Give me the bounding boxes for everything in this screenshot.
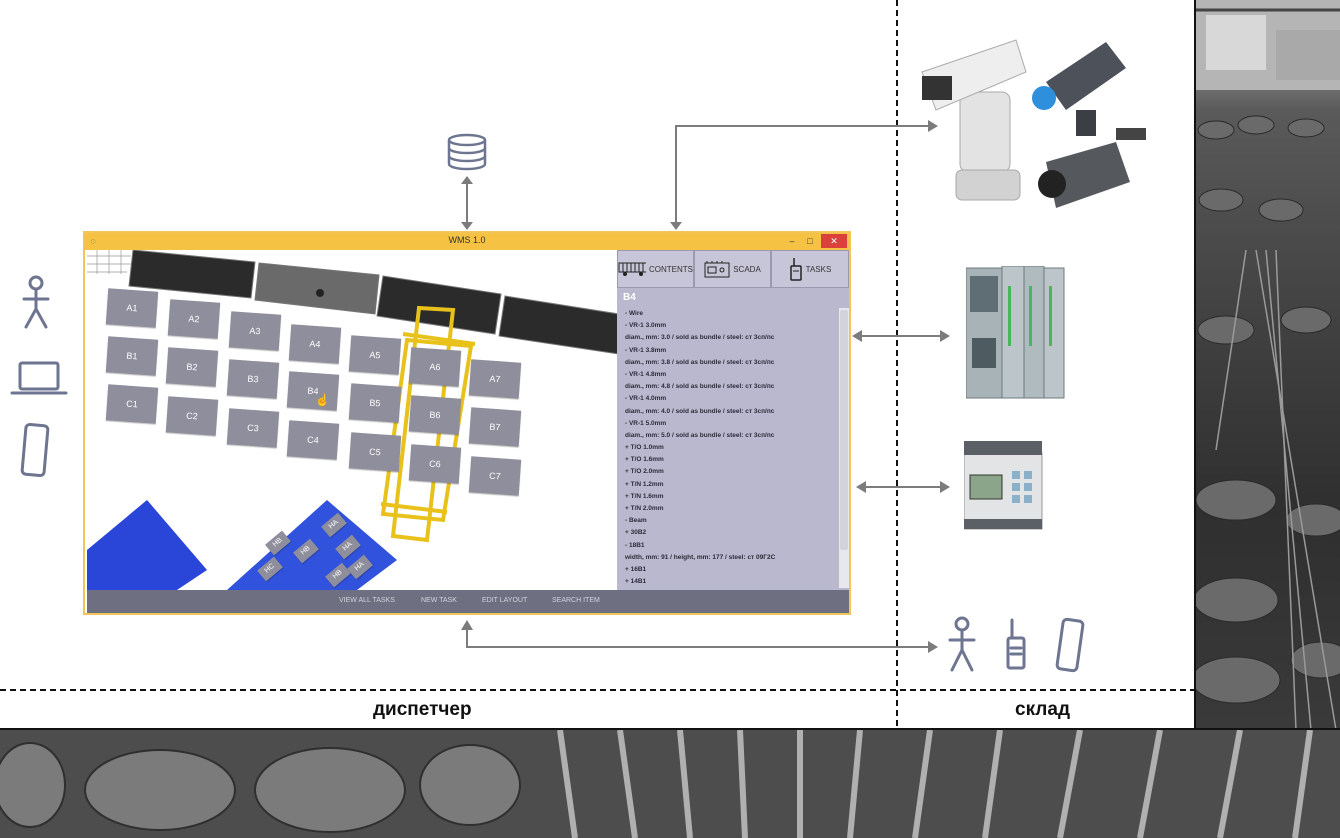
search-item-button[interactable]: SEARCH ITEM xyxy=(552,597,600,604)
tree-scrollbar[interactable] xyxy=(838,308,849,588)
minimize-button[interactable]: – xyxy=(789,236,795,246)
tree-item[interactable]: + T/N 1.2mm xyxy=(625,480,664,488)
app-icon: ◌ xyxy=(90,236,96,246)
camera-connector xyxy=(675,125,934,228)
view-all-tasks-button[interactable]: VIEW ALL TASKS xyxy=(339,597,395,604)
storage-cell[interactable]: C3 xyxy=(226,408,280,448)
tree-item: diam., mm: 4.0 / sold as bundle / steel:… xyxy=(625,407,775,415)
tree-item[interactable]: + 30B2 xyxy=(625,529,647,537)
bullet-camera-icon xyxy=(1038,128,1146,208)
dispatcher-zone-label: диспетчер xyxy=(373,699,472,720)
action-bar: VIEW ALL TASKS NEW TASK EDIT LAYOUT SEAR… xyxy=(87,590,849,613)
storage-cell[interactable]: A2 xyxy=(167,299,221,339)
wagon-icon xyxy=(618,262,646,276)
storage-cell[interactable]: A5 xyxy=(348,335,402,375)
tree-item[interactable]: + 16B1 xyxy=(625,565,647,573)
phone-icon xyxy=(20,422,50,478)
mobile-phone-icon xyxy=(1055,617,1085,673)
edit-layout-button[interactable]: EDIT LAYOUT xyxy=(482,597,528,604)
wms-window: ◌ WMS 1.0 – □ ✕ A xyxy=(83,231,851,615)
ptz-camera-icon xyxy=(921,39,1027,201)
tree-item[interactable]: - 18B1 xyxy=(625,541,645,549)
storage-cell[interactable]: A1 xyxy=(105,288,159,328)
tree-item[interactable]: + T/N 1.6mm xyxy=(625,492,664,500)
steel-stock-illustration xyxy=(1196,0,1340,730)
field-connector xyxy=(466,624,934,648)
window-titlebar[interactable]: ◌ WMS 1.0 – □ ✕ xyxy=(85,233,849,250)
tree-item[interactable]: + T/O 1.0mm xyxy=(625,444,664,452)
steel-coils-illustration xyxy=(0,730,1340,838)
tree-item: width, mm: 91 / height, mm: 177 / steel:… xyxy=(625,553,776,561)
storage-cell[interactable]: B1 xyxy=(105,336,159,376)
storage-cell[interactable]: A3 xyxy=(228,311,282,351)
tree-item[interactable]: - VR-1 3.0mm xyxy=(625,322,667,330)
database-icon xyxy=(447,133,487,171)
worker-icon xyxy=(948,616,976,672)
tree-item[interactable]: + T/N 2.0mm xyxy=(625,505,664,512)
tree-item[interactable]: - VR-1 5.0mm xyxy=(625,419,667,427)
laptop-icon xyxy=(10,361,68,395)
storage-cell-selected[interactable]: B4 xyxy=(286,371,340,411)
storage-cell[interactable]: B3 xyxy=(226,359,280,399)
storage-cell[interactable]: B7 xyxy=(468,407,522,447)
storage-cell[interactable]: B2 xyxy=(165,347,219,387)
grid-corner xyxy=(87,250,131,274)
storage-cell[interactable]: C6 xyxy=(408,444,462,484)
person-icon xyxy=(22,275,50,329)
tab-tasks-label: TASKS xyxy=(805,264,832,274)
warehouse-map[interactable]: A1 A2 A3 A4 A5 A6 A7 B1 B2 B3 B4 B5 B6 B… xyxy=(87,250,617,590)
tab-scada-label: SCADA xyxy=(733,264,761,274)
storage-cell[interactable]: C1 xyxy=(105,384,159,424)
blue-zone-left xyxy=(87,500,207,590)
tree-item: diam., mm: 5.0 / sold as bundle / steel:… xyxy=(625,431,775,439)
conveyor-rails xyxy=(128,250,617,355)
tab-scada[interactable]: SCADA xyxy=(694,250,771,288)
storage-cell[interactable]: C7 xyxy=(468,456,522,496)
radio-icon xyxy=(789,258,802,281)
storage-cell[interactable]: A4 xyxy=(288,324,342,364)
contents-panel: CONTENTS SCADA TASKS B4 - Wire - VR-1 3.… xyxy=(617,250,849,590)
field-devices xyxy=(948,616,1085,673)
warehouse-photo-bottom xyxy=(0,730,1340,838)
logic-module-icon xyxy=(964,441,1043,530)
tree-item: diam., mm: 4.8 / sold as bundle / steel:… xyxy=(625,383,775,391)
storage-cell[interactable]: B5 xyxy=(348,383,402,423)
maximize-button[interactable]: □ xyxy=(807,236,813,246)
tree-item[interactable]: - VR-1 4.0mm xyxy=(625,395,667,403)
hand-cursor-icon: ☝ xyxy=(315,393,330,407)
tree-item[interactable]: + T/O 2.0mm xyxy=(625,468,664,476)
tree-item[interactable]: - Beam xyxy=(625,517,647,525)
cameras-image xyxy=(921,39,1146,208)
selected-zone-title: B4 xyxy=(623,292,636,303)
storage-cell[interactable]: C2 xyxy=(165,396,219,436)
tree-item: diam., mm: 3.0 / sold as bundle / steel:… xyxy=(625,334,775,342)
tree-item[interactable]: - VR-1 3.8mm xyxy=(625,346,667,354)
warehouse-photo-right xyxy=(1196,0,1340,730)
tree-item: diam., mm: 3.8 / sold as bundle / steel:… xyxy=(625,358,775,366)
tree-item[interactable]: - Wire xyxy=(625,310,643,317)
close-button[interactable]: ✕ xyxy=(821,234,847,248)
scrollbar-thumb[interactable] xyxy=(840,310,848,550)
dispatcher-devices xyxy=(10,275,68,478)
tree-item[interactable]: - VR-1 4.8mm xyxy=(625,370,667,378)
radio-icon xyxy=(1006,618,1026,670)
warehouse-zone-label: склад xyxy=(1015,699,1071,720)
tab-contents-label: CONTENTS xyxy=(649,264,693,274)
storage-cell[interactable]: B6 xyxy=(408,395,462,435)
box-camera-icon xyxy=(1032,42,1126,136)
storage-cell[interactable]: A6 xyxy=(408,347,462,387)
plc-icon xyxy=(704,261,730,278)
tree-item[interactable]: + 14B1 xyxy=(625,578,647,586)
tree-item[interactable]: + T/O 1.6mm xyxy=(625,456,664,464)
storage-cell[interactable]: C5 xyxy=(348,432,402,472)
new-task-button[interactable]: NEW TASK xyxy=(421,597,457,604)
contents-tree[interactable]: - Wire - VR-1 3.0mm diam., mm: 3.0 / sol… xyxy=(625,308,835,588)
storage-cell[interactable]: A7 xyxy=(468,359,522,399)
plc-icon xyxy=(966,266,1065,399)
window-title: WMS 1.0 xyxy=(448,235,486,245)
tab-tasks[interactable]: TASKS xyxy=(771,250,849,288)
storage-cell[interactable]: C4 xyxy=(286,420,340,460)
tab-contents[interactable]: CONTENTS xyxy=(617,250,694,288)
